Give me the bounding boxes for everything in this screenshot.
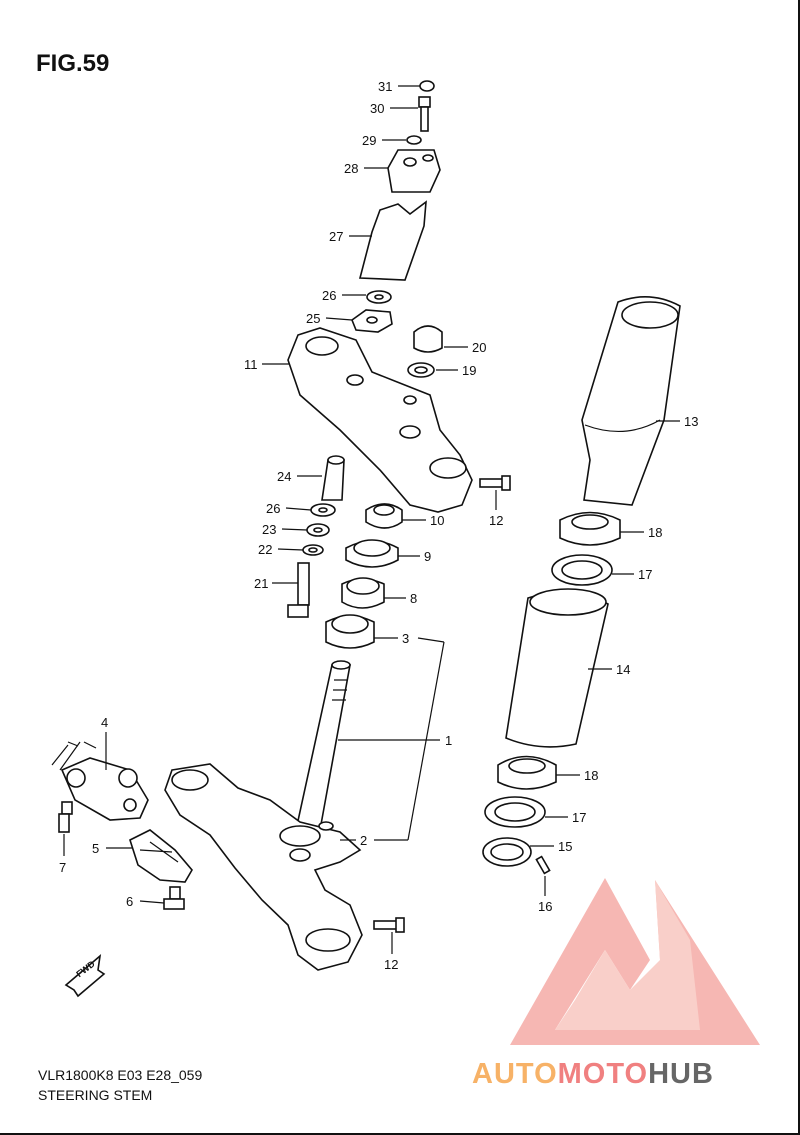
callout-10: 10 (430, 513, 444, 528)
part-28-handlebar-holder-upper (387, 149, 441, 193)
callout-1: 1 (445, 733, 452, 748)
watermark-logo (510, 878, 760, 1045)
part-19-washer (407, 362, 435, 378)
callout-12-lower: 12 (384, 957, 398, 972)
callout-13: 13 (684, 414, 698, 429)
callout-23: 23 (262, 522, 276, 537)
part-11-upper-bracket (287, 327, 473, 513)
callout-2: 2 (360, 833, 367, 848)
part-5-cover (129, 829, 193, 883)
callout-4: 4 (101, 715, 108, 730)
part-16-screw (535, 855, 551, 875)
callout-21: 21 (254, 576, 268, 591)
figure-title: FIG.59 (36, 50, 110, 77)
callout-11: 11 (244, 357, 258, 372)
part-4-ignition-lock (51, 741, 149, 821)
callout-22: 22 (258, 542, 272, 557)
part-13-fork-cover-upper (581, 296, 681, 506)
callout-24: 24 (277, 469, 291, 484)
model-code: VLR1800K8 E03 E28_059 (38, 1067, 203, 1083)
part-12-bolt-lower (373, 917, 405, 933)
watermark-moto: MOTO (558, 1058, 648, 1090)
callout-labels: 31 30 29 28 27 26 25 11 20 19 13 24 12 2… (59, 79, 698, 972)
callout-5: 5 (92, 841, 99, 856)
part-8-bearing-upper (341, 577, 385, 609)
part-12-bolt-upper (479, 475, 511, 491)
callout-29: 29 (362, 133, 376, 148)
callout-12-upper: 12 (489, 513, 503, 528)
callout-3: 3 (402, 631, 409, 646)
part-9-dust-seal (345, 539, 399, 568)
part-31-cap (419, 80, 435, 92)
part-2-lower-bracket (164, 763, 363, 971)
callout-28: 28 (344, 161, 358, 176)
callout-19: 19 (462, 363, 476, 378)
part-7-bolt (58, 801, 73, 833)
callout-7: 7 (59, 860, 66, 875)
callout-25: 25 (306, 311, 320, 326)
callout-16: 16 (538, 899, 552, 914)
part-30-bolt (418, 96, 431, 132)
leader-lines (63, 85, 680, 954)
part-17-spacer-lower (484, 796, 546, 828)
callout-20: 20 (472, 340, 486, 355)
fwd-arrow-icon: FWD (64, 954, 106, 998)
callout-26-lower: 26 (266, 501, 280, 516)
callout-18-lower: 18 (584, 768, 598, 783)
callout-17-lower: 17 (572, 810, 586, 825)
callout-9: 9 (424, 549, 431, 564)
watermark-hub: HUB (648, 1058, 714, 1090)
part-26-washer-upper (366, 290, 392, 304)
part-24-collar (321, 455, 345, 501)
callout-31: 31 (378, 79, 392, 94)
watermark-auto: AUTO (472, 1058, 558, 1090)
part-6-bolt (163, 886, 185, 910)
part-18-ring-upper (559, 511, 621, 546)
callout-17-upper: 17 (638, 567, 652, 582)
svg-text:AUTOMOTOHUB: AUTOMOTOHUB (472, 1058, 714, 1090)
callout-18-upper: 18 (648, 525, 662, 540)
part-18-ring-lower (497, 755, 557, 790)
part-1-steering-stem (295, 660, 351, 831)
part-3-bearing-lower (325, 614, 375, 649)
part-22-washer (302, 544, 324, 556)
part-14-fork-cover-lower (505, 588, 609, 748)
part-21-bolt (287, 562, 310, 618)
callout-6: 6 (126, 894, 133, 909)
part-15-ring (482, 837, 532, 867)
part-27-handlebar-holder-lower (358, 200, 427, 281)
part-25-plate (351, 309, 393, 333)
callout-14: 14 (616, 662, 630, 677)
part-26-washer-lower (310, 503, 336, 517)
part-23-washer (306, 523, 330, 537)
part-20-cap (413, 325, 443, 353)
callout-26-upper: 26 (322, 288, 336, 303)
section-name: STEERING STEM (38, 1087, 153, 1103)
callout-15: 15 (558, 839, 572, 854)
callout-30: 30 (370, 101, 384, 116)
part-17-spacer-upper (551, 554, 613, 586)
part-29-washer (406, 135, 422, 145)
callout-8: 8 (410, 591, 417, 606)
callout-27: 27 (329, 229, 343, 244)
part-10-steering-nut (365, 503, 403, 529)
watermark-text: AUTOMOTOHUB (472, 1058, 714, 1090)
